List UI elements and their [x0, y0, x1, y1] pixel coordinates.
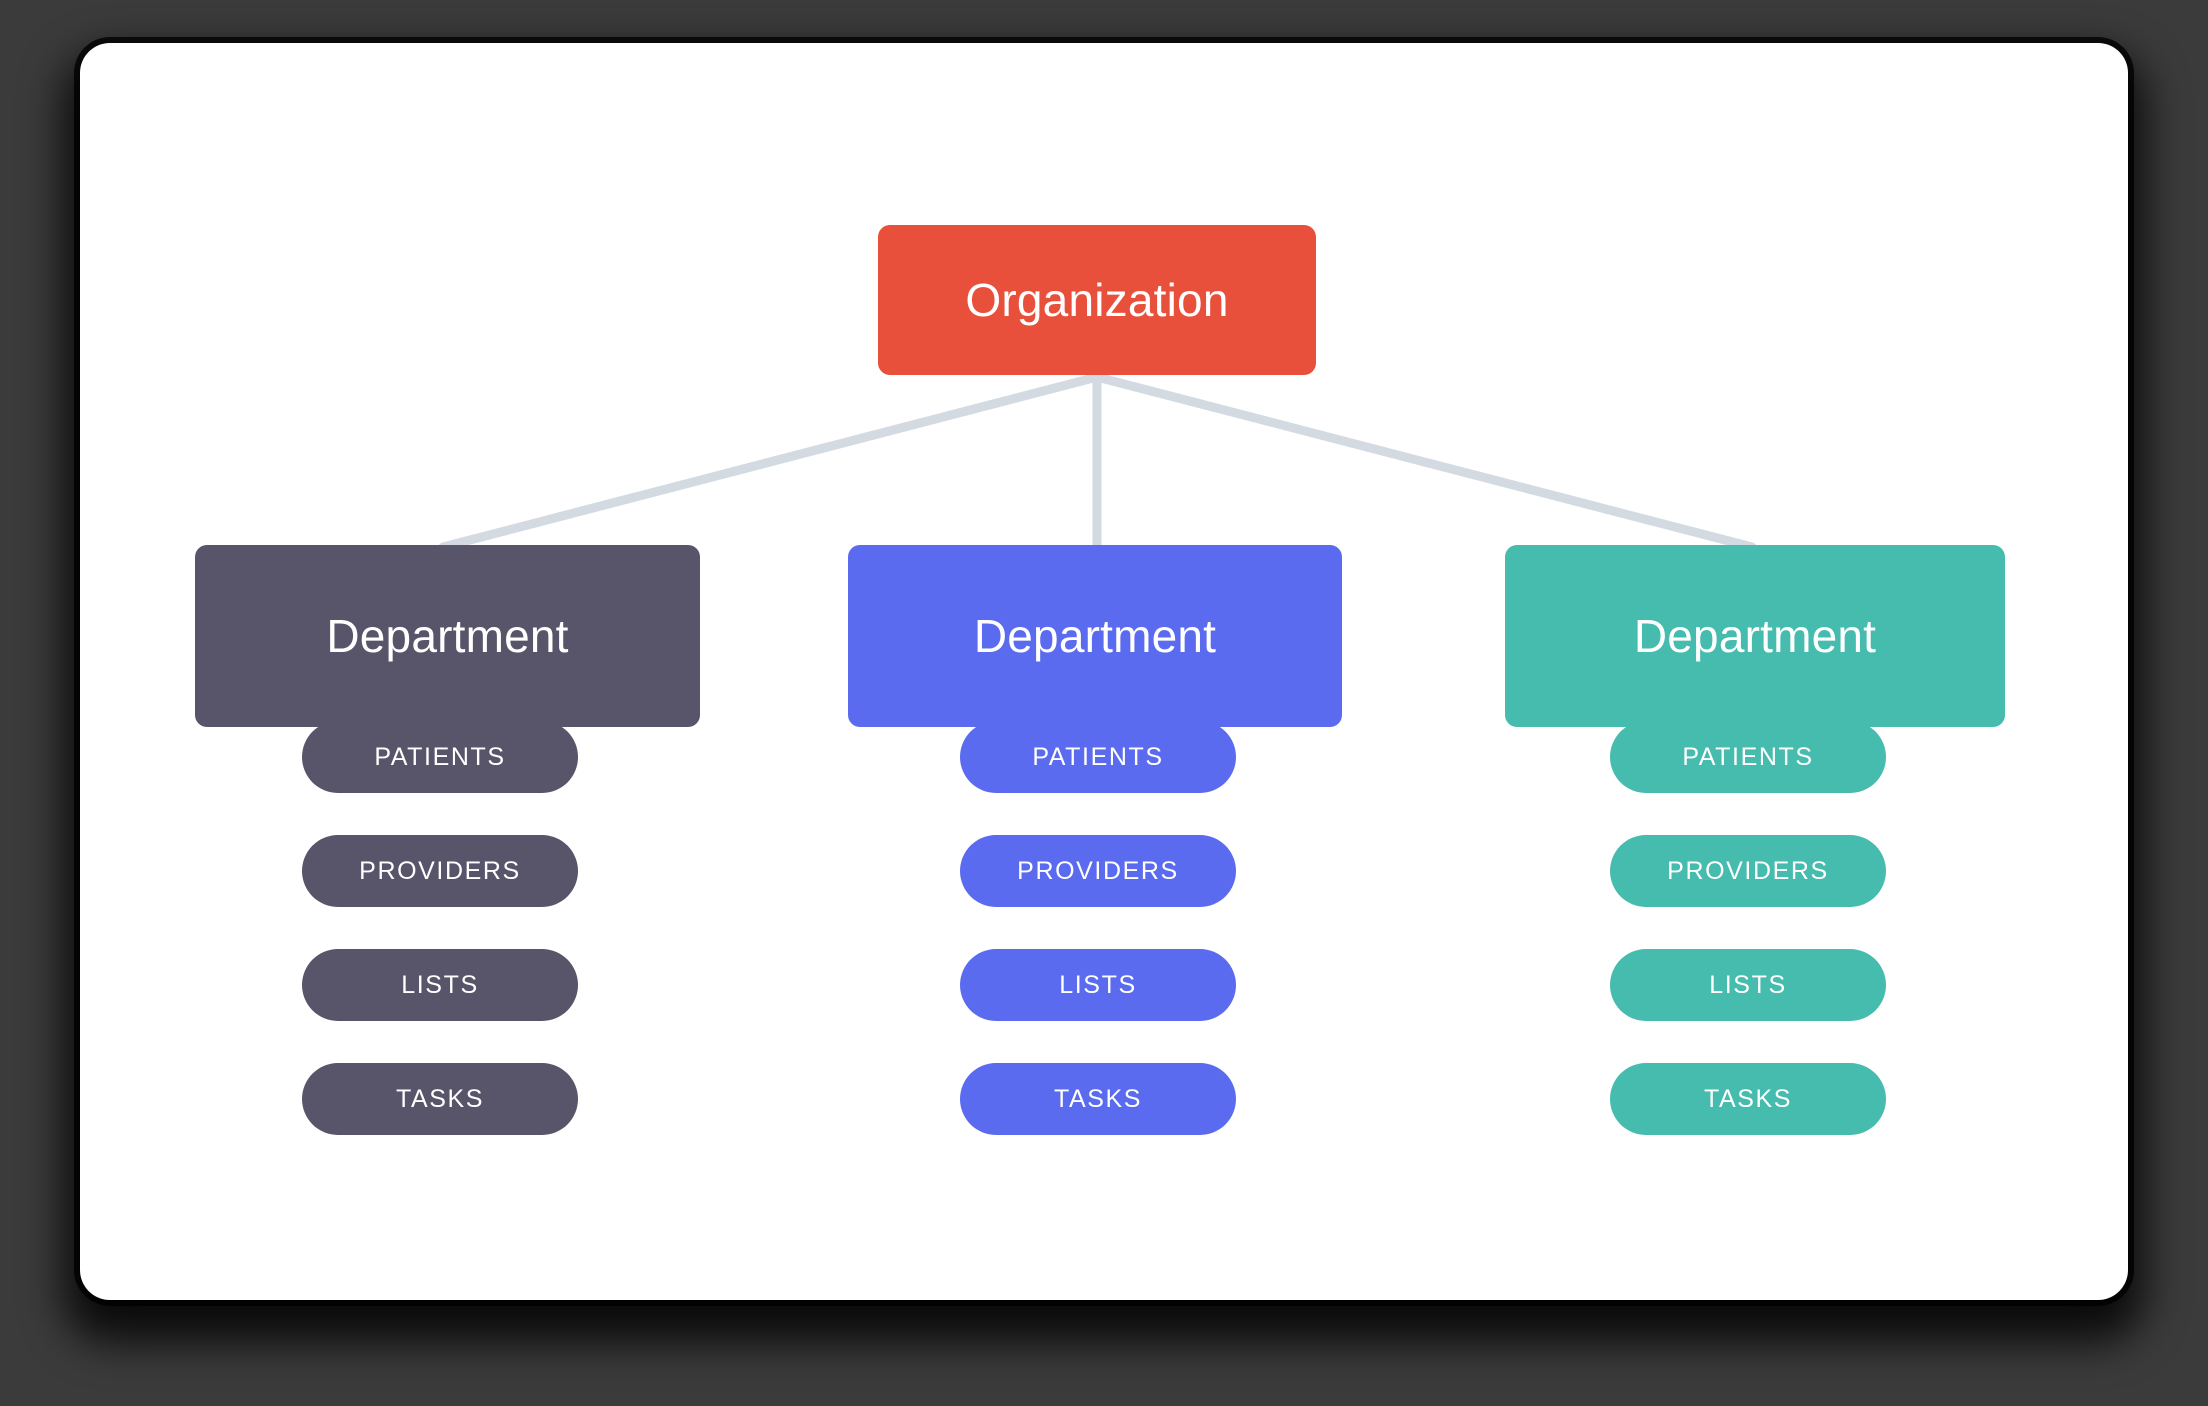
pill-patients-3-label: PATIENTS: [1682, 742, 1814, 771]
pill-providers-2[interactable]: PROVIDERS: [960, 835, 1236, 907]
node-department-3[interactable]: Department: [1505, 545, 2005, 727]
pill-patients-1-label: PATIENTS: [374, 742, 506, 771]
pill-tasks-3[interactable]: TASKS: [1610, 1063, 1886, 1135]
pill-tasks-2-label: TASKS: [1053, 1084, 1143, 1113]
pill-lists-1[interactable]: LISTS: [302, 949, 578, 1021]
pill-patients-3[interactable]: PATIENTS: [1610, 721, 1886, 793]
pill-lists-3[interactable]: LISTS: [1610, 949, 1886, 1021]
node-department-1-label: Department: [326, 610, 569, 662]
node-department-2-label: Department: [973, 610, 1217, 662]
pill-column-department-2: PATIENTS PROVIDERS LISTS TASKS: [960, 721, 1236, 1135]
pill-patients-2[interactable]: PATIENTS: [960, 721, 1236, 793]
pill-providers-3[interactable]: PROVIDERS: [1610, 835, 1886, 907]
node-department-2[interactable]: Department: [848, 545, 1342, 727]
pill-tasks-1[interactable]: TASKS: [302, 1063, 578, 1135]
pill-lists-2-label: LISTS: [1059, 970, 1137, 999]
pill-tasks-1-label: TASKS: [395, 1084, 485, 1113]
pill-patients-1[interactable]: PATIENTS: [302, 721, 578, 793]
node-organization[interactable]: Organization: [878, 225, 1316, 375]
pill-providers-1-label: PROVIDERS: [359, 856, 521, 885]
pill-providers-1[interactable]: PROVIDERS: [302, 835, 578, 907]
pill-column-department-1: PATIENTS PROVIDERS LISTS TASKS: [302, 721, 578, 1135]
pill-column-department-3: PATIENTS PROVIDERS LISTS TASKS: [1610, 721, 1886, 1135]
node-department-1[interactable]: Department: [195, 545, 700, 727]
node-department-3-label: Department: [1633, 610, 1877, 662]
pill-lists-3-label: LISTS: [1709, 970, 1787, 999]
pill-lists-1-label: LISTS: [401, 970, 479, 999]
pill-tasks-2[interactable]: TASKS: [960, 1063, 1236, 1135]
pill-lists-2[interactable]: LISTS: [960, 949, 1236, 1021]
node-organization-label: Organization: [965, 274, 1229, 326]
pill-providers-2-label: PROVIDERS: [1017, 856, 1179, 885]
pill-providers-3-label: PROVIDERS: [1667, 856, 1829, 885]
pill-patients-2-label: PATIENTS: [1032, 742, 1164, 771]
pill-tasks-3-label: TASKS: [1703, 1084, 1793, 1113]
